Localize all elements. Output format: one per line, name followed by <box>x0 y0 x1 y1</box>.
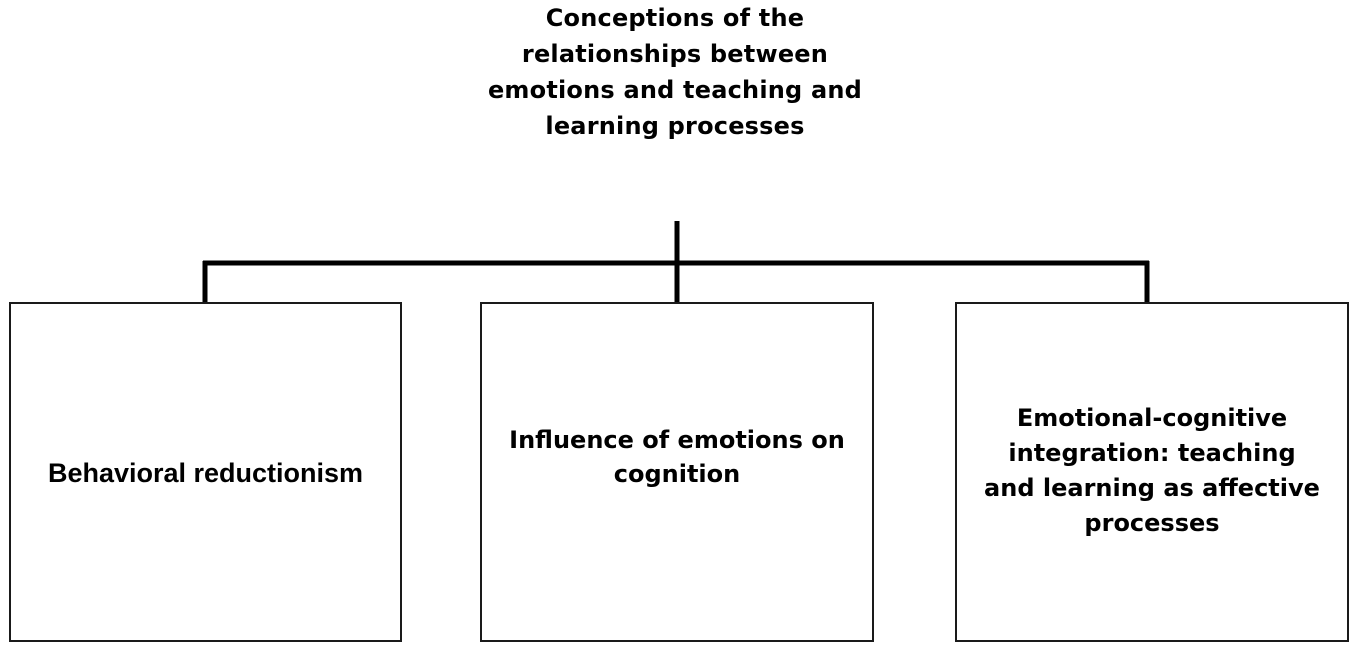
concept-label-emotional-cognitive-integration: Emotional-cognitive integration: teachin… <box>984 404 1320 537</box>
root-concept-title: Conceptions of the relationships between… <box>487 4 863 140</box>
concept-label-behavioral-reductionism: Behavioral reductionism <box>47 458 364 488</box>
concept-box-influence-of-emotions: Influence of emotions on cognition <box>480 302 874 642</box>
concept-label-influence-of-emotions: Influence of emotions on cognition <box>509 426 845 488</box>
concept-box-emotional-cognitive-integration: Emotional-cognitive integration: teachin… <box>955 302 1349 642</box>
concept-box-behavioral-reductionism: Behavioral reductionism <box>9 302 402 642</box>
